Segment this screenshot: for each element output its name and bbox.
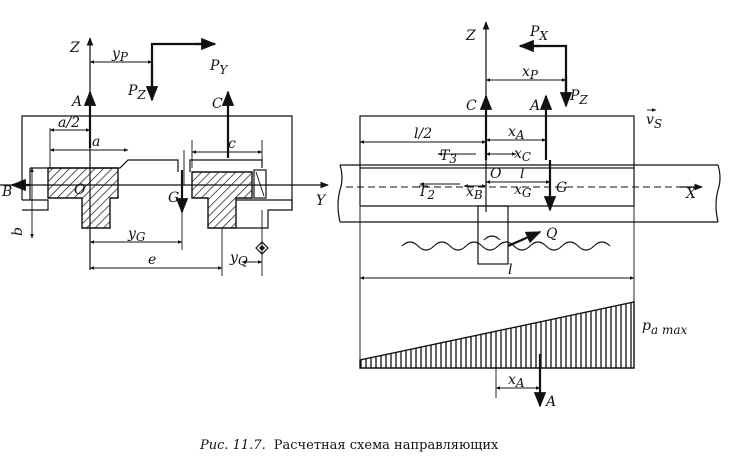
carriage-outline [21,115,293,210]
left-point-c: C [212,96,223,112]
right-longitudinal-view: Z PX xP PZ C A vS l/2 xA T3 xC O [337,21,721,410]
right-xp-label: xP [522,64,539,82]
left-py-label: PY [209,58,228,77]
figure-caption: Рис. 11.7. Расчетная схема направляющих [199,436,499,453]
right-point-g: G [556,180,567,196]
left-a-label: a [92,134,100,150]
lead-screw [401,241,611,251]
pressure-diagram [359,301,635,369]
right-point-o: O [490,166,502,182]
left-yp-label: yP [111,46,129,64]
left-yq-label: yQ [229,250,248,268]
right-reaction-a-label: A [544,394,556,410]
left-guide-section [47,167,119,229]
left-pz-label: PZ [127,83,146,102]
right-velocity-label: vS [646,112,662,131]
left-z-label: Z [69,40,80,56]
right-xa-label: xA [508,124,525,142]
right-point-c: C [466,98,477,114]
right-l-label: l [508,262,512,278]
right-xc-label: xC [514,146,531,164]
left-yg-label: yG [127,226,146,244]
left-point-g: G [168,190,179,206]
left-point-a: A [70,94,82,110]
load-q-symbol [255,241,269,255]
right-base-step [236,199,293,229]
left-c-label: c [228,136,236,152]
right-q-label: Q [546,226,558,242]
left-e-label: e [148,252,156,268]
right-point-a: A [528,98,540,114]
right-t3-label: T3 [440,148,457,166]
left-b-label: b [10,227,26,236]
right-small-l-label: l [520,166,524,182]
left-a-half-label: a/2 [58,115,80,131]
right-xg-label: xG [514,182,532,200]
break-line-right [715,164,721,223]
right-pz-label: PZ [569,88,588,107]
right-px-label: PX [529,24,548,43]
left-y-label: Y [316,193,327,209]
left-point-o: O [74,182,86,198]
left-cross-section-view: Z Y PZ PY yP A C a/2 a c [0,37,329,276]
left-point-b: B [1,184,12,200]
right-l-half-label: l/2 [414,126,432,142]
right-z-label: Z [465,28,476,44]
right-xb-label: xB [466,184,483,202]
clamp-strip [253,169,267,199]
right-pa-max-label: pa max [642,318,687,337]
drive-nut [477,205,509,265]
q-arrow [507,230,542,248]
force-bracket [150,42,210,100]
right-xa-bottom-label: xA [508,372,525,390]
right-t2-label: T2 [418,184,435,202]
break-line-left [337,164,343,223]
right-x-label: X [685,186,697,202]
